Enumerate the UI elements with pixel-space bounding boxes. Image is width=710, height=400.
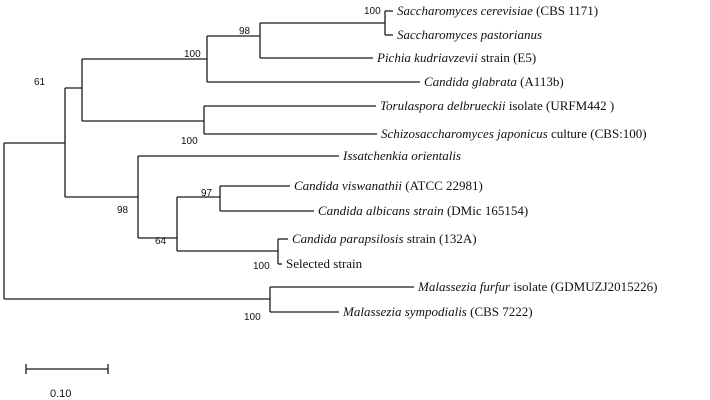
bootstrap-sacch-group: 100: [184, 49, 201, 60]
leaf-s-pastorianus: Saccharomyces pastorianus: [397, 27, 542, 42]
leaf-c-glabrata: Candida glabrata (A113b): [424, 74, 564, 89]
bootstrap-candida-main: 98: [117, 205, 129, 216]
bootstrap-saccharomyces: 100: [364, 6, 381, 17]
leaf-m-furfur: Malassezia furfur isolate (GDMUZJ2015226…: [417, 279, 657, 294]
leaf-selected-strain: Selected strain: [286, 256, 363, 271]
scale-bar: 0.10: [25, 364, 109, 400]
bootstrap-values: 100 98 100 61 100 97 98 64 100 100: [34, 6, 381, 323]
scale-bar-label: 0.10: [50, 388, 71, 400]
bootstrap-tor-schizo: 100: [181, 136, 198, 147]
leaf-c-viswanathii: Candida viswanathii (ATCC 22981): [294, 178, 483, 193]
bootstrap-ascomycetes: 61: [34, 77, 46, 88]
bootstrap-viswanathii-albicans: 97: [201, 188, 213, 199]
leaf-labels: Saccharomyces cerevisiae (CBS 1171) Sacc…: [286, 3, 657, 319]
leaf-s-cerevisiae: Saccharomyces cerevisiae (CBS 1171): [397, 3, 598, 18]
leaf-m-sympodialis: Malassezia sympodialis (CBS 7222): [342, 304, 533, 319]
leaf-p-kudriavzevii: Pichia kudriavzevii strain (E5): [376, 50, 536, 65]
bootstrap-parapsilosis-selected: 100: [253, 261, 270, 272]
leaf-c-albicans: Candida albicans strain (DMic 165154): [318, 203, 528, 218]
tree-branches: [3, 10, 420, 313]
leaf-c-parapsilosis: Candida parapsilosis strain (132A): [292, 231, 477, 246]
leaf-s-japonicus: Schizosaccharomyces japonicus culture (C…: [381, 126, 647, 141]
bootstrap-candida-sub: 64: [155, 236, 167, 247]
leaf-i-orientalis: Issatchenkia orientalis: [342, 148, 461, 163]
bootstrap-malassezia: 100: [244, 312, 261, 323]
bootstrap-sacch-pichia: 98: [239, 26, 251, 37]
leaf-t-delbrueckii: Torulaspora delbrueckii isolate (URFM442…: [380, 98, 614, 113]
